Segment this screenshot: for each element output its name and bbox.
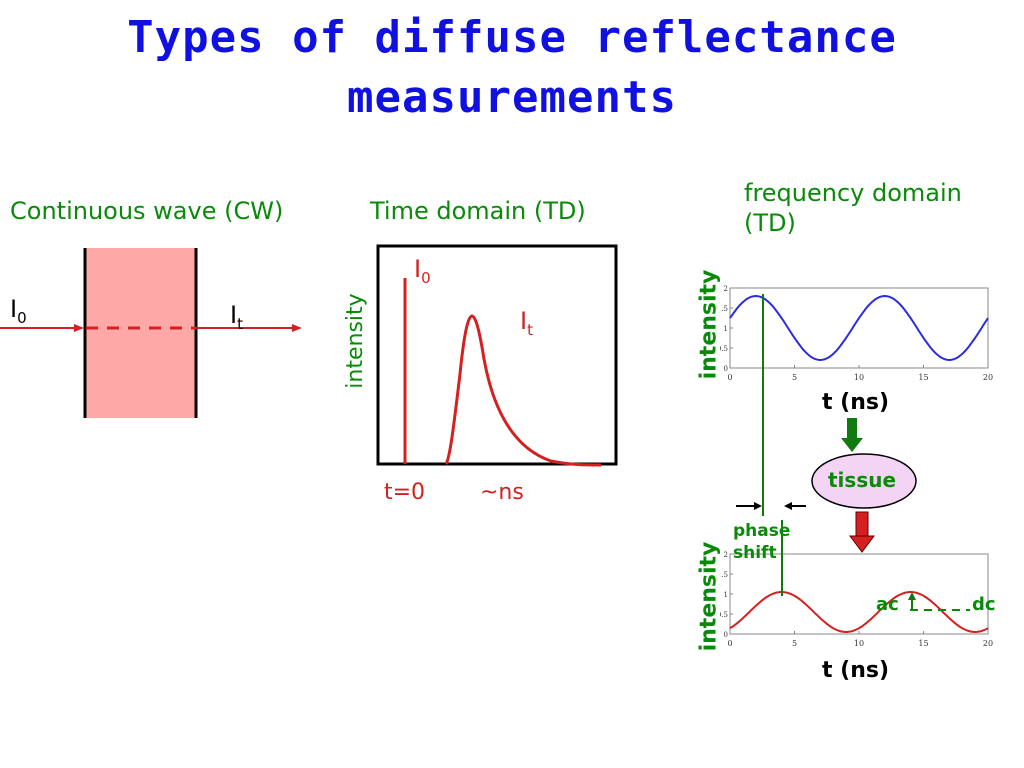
fd-bottom-xtick-label: 20 [983, 639, 993, 648]
title-line-1: Types of diffuse reflectance [127, 12, 897, 63]
td-ylabel-wrap: intensity [340, 286, 372, 396]
fd-top-ytick-label: 1.5 [720, 305, 728, 313]
ac-label: ac [876, 594, 899, 615]
page-title: Types of diffuse reflectance measurement… [0, 8, 1024, 128]
fd-bottom-ylabel-wrap: intensity [694, 538, 724, 658]
fd-top-ytick-label: 0.5 [720, 345, 728, 353]
fd-bottom-ylabel: intensity [696, 541, 722, 652]
phase-arrow-right-head [784, 502, 792, 510]
td-t0-label: t=0 [384, 480, 426, 505]
fd-bottom-ytick-label: 2 [724, 551, 728, 559]
response-curve [444, 314, 602, 467]
cw-output-subscript: t [237, 314, 243, 333]
input-sine-wave [729, 294, 989, 362]
fd-bottom-xlabel: t (ns) [822, 658, 890, 683]
fd-bottom-plot: 0 5 10 15 20 0 0.5 1 1.5 2 [720, 551, 993, 648]
fd-bottom-xtick-label: 15 [918, 639, 928, 648]
phase-arrow-left-head [754, 502, 762, 510]
fd-top-plot: 0 5 10 15 20 0 0.5 1 1.5 2 [720, 285, 993, 382]
fd-top-ylabel: intensity [696, 269, 722, 380]
cw-diagram [0, 248, 302, 418]
input-beam-arrowhead [74, 324, 84, 332]
fd-bottom-ytick-label: 1.5 [720, 571, 728, 579]
cw-input-subscript: 0 [17, 308, 27, 327]
td-ns-label: ~ns [480, 480, 524, 505]
fd-heading-line-2: (TD) [744, 209, 796, 237]
td-heading: Time domain (TD) [370, 197, 586, 225]
fd-top-xtick-label: 5 [792, 373, 797, 382]
td-plot [376, 244, 618, 467]
output-beam-arrowhead [292, 324, 302, 332]
fd-top-xlabel: t (ns) [822, 390, 890, 415]
phase-shift-line-2: shift [733, 543, 777, 563]
red-arrow-head [849, 535, 875, 553]
dc-label: dc [972, 594, 996, 615]
fd-top-ytick-label: 1 [724, 325, 728, 333]
cw-output-label: It [230, 301, 243, 333]
ac-amplitude-arrowhead [908, 592, 916, 600]
green-arrow-shaft [847, 418, 857, 438]
title-line-2: measurements [347, 72, 677, 123]
fd-top-ylabel-wrap: intensity [694, 270, 724, 382]
fd-bottom-xtick-label: 10 [854, 639, 864, 648]
fd-bottom-xtick-label: 0 [727, 639, 732, 648]
td-pulse-subscript: 0 [421, 268, 431, 287]
fd-top-xtick-label: 0 [727, 373, 732, 382]
fd-heading: frequency domain (TD) [744, 178, 962, 238]
fd-heading-line-1: frequency domain [744, 179, 962, 207]
fd-bottom-ytick-label: 1 [724, 591, 728, 599]
output-sine-wave [729, 591, 989, 633]
phase-shift-label: phase shift [733, 520, 790, 564]
cw-input-label: I0 [10, 295, 27, 327]
fd-top-ytick-label: 0 [724, 365, 728, 373]
cw-heading: Continuous wave (CW) [10, 197, 284, 225]
tissue-slab [84, 248, 196, 418]
fd-annotations [736, 294, 970, 611]
fd-top-ytick-label: 2 [724, 285, 728, 293]
fd-top-xtick-label: 15 [918, 373, 928, 382]
red-arrow-shaft [855, 511, 869, 537]
tissue-label: tissue [828, 468, 897, 492]
td-plot-frame [376, 244, 618, 466]
fd-bottom-xtick-label: 5 [792, 639, 797, 648]
green-arrow-head [841, 438, 863, 452]
fd-top-xtick-label: 10 [854, 373, 864, 382]
fd-bottom-ytick-label: 0 [724, 631, 728, 639]
td-pulse-label: I0 [414, 255, 431, 287]
td-response-label: It [520, 307, 533, 339]
fd-top-xtick-label: 20 [983, 373, 993, 382]
phase-shift-line-1: phase [733, 521, 791, 541]
tissue-ellipse [811, 453, 917, 509]
td-ylabel: intensity [343, 293, 368, 389]
fd-bottom-ytick-label: 0.5 [720, 611, 728, 619]
td-response-subscript: t [527, 320, 533, 339]
